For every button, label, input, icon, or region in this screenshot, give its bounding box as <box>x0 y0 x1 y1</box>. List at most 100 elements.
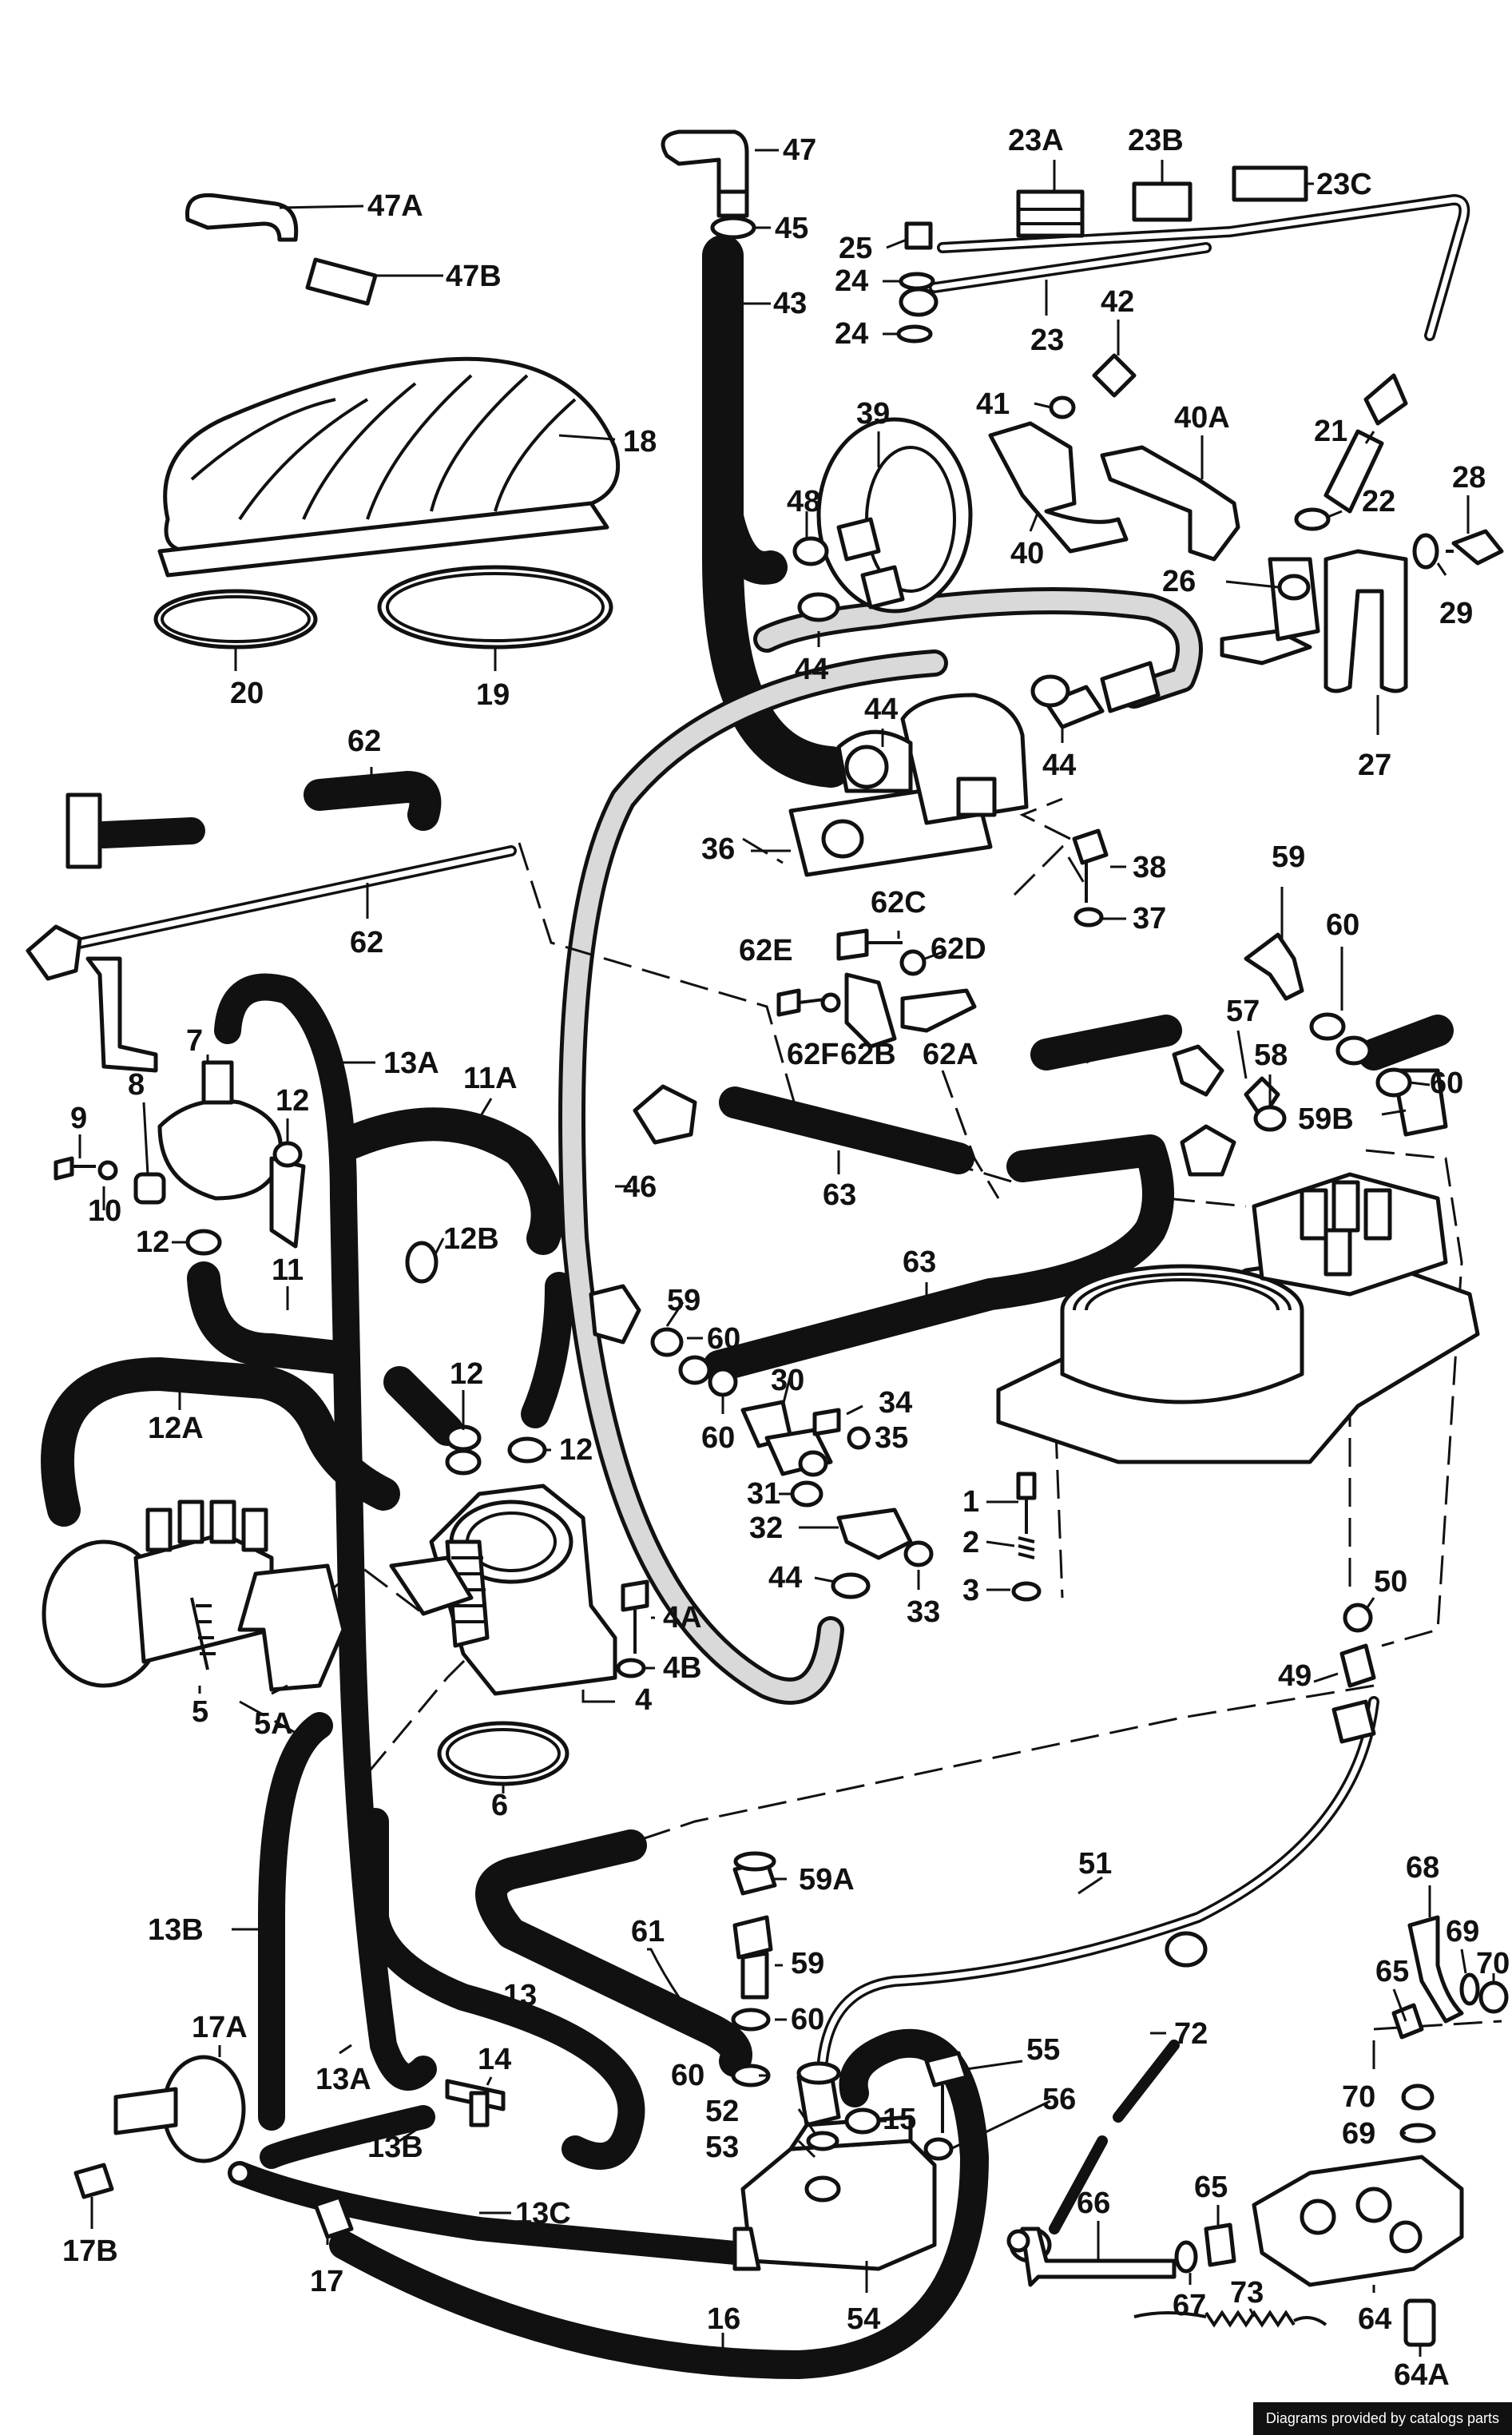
part-label: 7 <box>186 1024 203 1058</box>
part-label: 28 <box>1452 461 1486 495</box>
part-label: 4 <box>635 1683 652 1717</box>
part-label: 35 <box>875 1421 908 1455</box>
part-label: 61 <box>631 1915 665 1948</box>
components <box>26 129 1509 2347</box>
part-label: 72 <box>1174 2017 1208 2051</box>
part-label: 59 <box>791 1947 824 1980</box>
part-label: 63 <box>823 1178 856 1212</box>
part-label: 38 <box>1133 851 1166 884</box>
part-label: 44 <box>1042 749 1076 782</box>
part-label: 4A <box>663 1601 702 1635</box>
part-label: 13C <box>515 2197 571 2230</box>
part-label: 17B <box>62 2234 118 2268</box>
leader-lines <box>78 149 1495 2357</box>
part-label: 52 <box>705 2095 739 2128</box>
part-label: 18 <box>623 425 657 459</box>
part-label: 25 <box>839 232 872 265</box>
part-label: 62 <box>347 725 381 758</box>
part-label: 44 <box>864 693 898 726</box>
part-label: 60 <box>1326 908 1359 942</box>
part-label: 51 <box>1078 1847 1112 1881</box>
part-label: 20 <box>230 677 264 710</box>
part-label: 24 <box>835 264 868 298</box>
intake-plenum <box>996 1172 1480 1464</box>
hoses <box>41 235 1454 2379</box>
part-label: 16 <box>707 2302 740 2336</box>
part-label: 62D <box>931 932 986 966</box>
part-label: 34 <box>879 1386 912 1420</box>
part-label: 45 <box>775 212 808 245</box>
part-label: 44 <box>768 1561 802 1595</box>
part-label: 32 <box>749 1511 783 1545</box>
part-label: 9 <box>70 1102 87 1135</box>
part-label: 11A <box>463 1062 518 1095</box>
part-label: 62 <box>350 926 383 959</box>
part-label: 37 <box>1133 902 1166 935</box>
fuel-pump <box>732 2061 937 2271</box>
part-label: 62C <box>871 886 927 920</box>
part-label: 69 <box>1446 1915 1479 1948</box>
part-label: 46 <box>623 1170 657 1204</box>
part-label: 57 <box>1226 995 1260 1028</box>
part-label: 6 <box>491 1789 508 1822</box>
part-label: 70 <box>1342 2080 1375 2114</box>
part-label: 27 <box>1358 749 1391 782</box>
part-label: 31 <box>747 1477 780 1511</box>
part-label: 60 <box>707 1322 740 1356</box>
part-label: 73 <box>1230 2276 1264 2310</box>
part-label: 40 <box>1010 537 1044 570</box>
throttle-body <box>389 1484 617 1696</box>
part-label: 24 <box>835 317 868 351</box>
part-label: 64A <box>1394 2358 1450 2392</box>
part-label: 3 <box>962 1574 979 1607</box>
part-label: 60 <box>1430 1067 1463 1100</box>
part-label: 14 <box>478 2043 511 2076</box>
part-label: 12B <box>443 1222 499 1256</box>
part-label: 12 <box>559 1433 593 1467</box>
part-label: 64 <box>1358 2302 1391 2336</box>
part-label: 4B <box>663 1651 702 1685</box>
part-label: 22 <box>1362 485 1395 518</box>
part-label: 49 <box>1278 1659 1312 1693</box>
part-label: 67 <box>1173 2289 1206 2322</box>
part-label: 12 <box>450 1357 483 1391</box>
part-label: 17 <box>310 2265 343 2298</box>
part-label: 47 <box>783 133 816 167</box>
part-label: 40A <box>1174 401 1230 435</box>
part-label: 13A <box>383 1047 439 1080</box>
distributor <box>42 1500 346 1692</box>
diagram-credit: Diagrams provided by catalogs parts <box>1252 2402 1512 2435</box>
part-label: 1 <box>962 1485 979 1519</box>
assembly-lines <box>239 797 1502 2069</box>
part-label: 48 <box>787 485 820 518</box>
part-label: 63 <box>903 1245 936 1279</box>
smooth-hoses <box>558 587 1203 1705</box>
part-label: 5 <box>192 1695 208 1729</box>
fuel-pipes <box>58 193 1470 2234</box>
part-label: 66 <box>1077 2187 1110 2220</box>
part-label: 30 <box>771 1364 804 1397</box>
part-label: 69 <box>1342 2117 1375 2151</box>
part-label: 62E <box>739 934 793 967</box>
part-label: 44 <box>795 653 828 686</box>
part-label: 12A <box>148 1412 204 1445</box>
part-label: 59B <box>1298 1102 1354 1136</box>
part-label: 13B <box>148 1913 204 1947</box>
part-label: 21 <box>1314 415 1347 448</box>
part-label: 26 <box>1162 565 1196 598</box>
part-label: 54 <box>847 2302 880 2336</box>
part-label: 11 <box>272 1253 304 1287</box>
part-label: 68 <box>1406 1851 1439 1885</box>
part-label: 60 <box>701 1421 735 1455</box>
part-label: 43 <box>773 287 807 320</box>
air-intake-boot <box>157 356 621 578</box>
part-label: 29 <box>1439 597 1473 630</box>
part-label: 13A <box>315 2063 371 2096</box>
part-label: 12 <box>136 1225 169 1259</box>
part-label: 23 <box>1030 324 1064 357</box>
part-label: 19 <box>476 678 510 712</box>
part-label: 47B <box>446 260 502 293</box>
part-label: 55 <box>1026 2033 1060 2067</box>
